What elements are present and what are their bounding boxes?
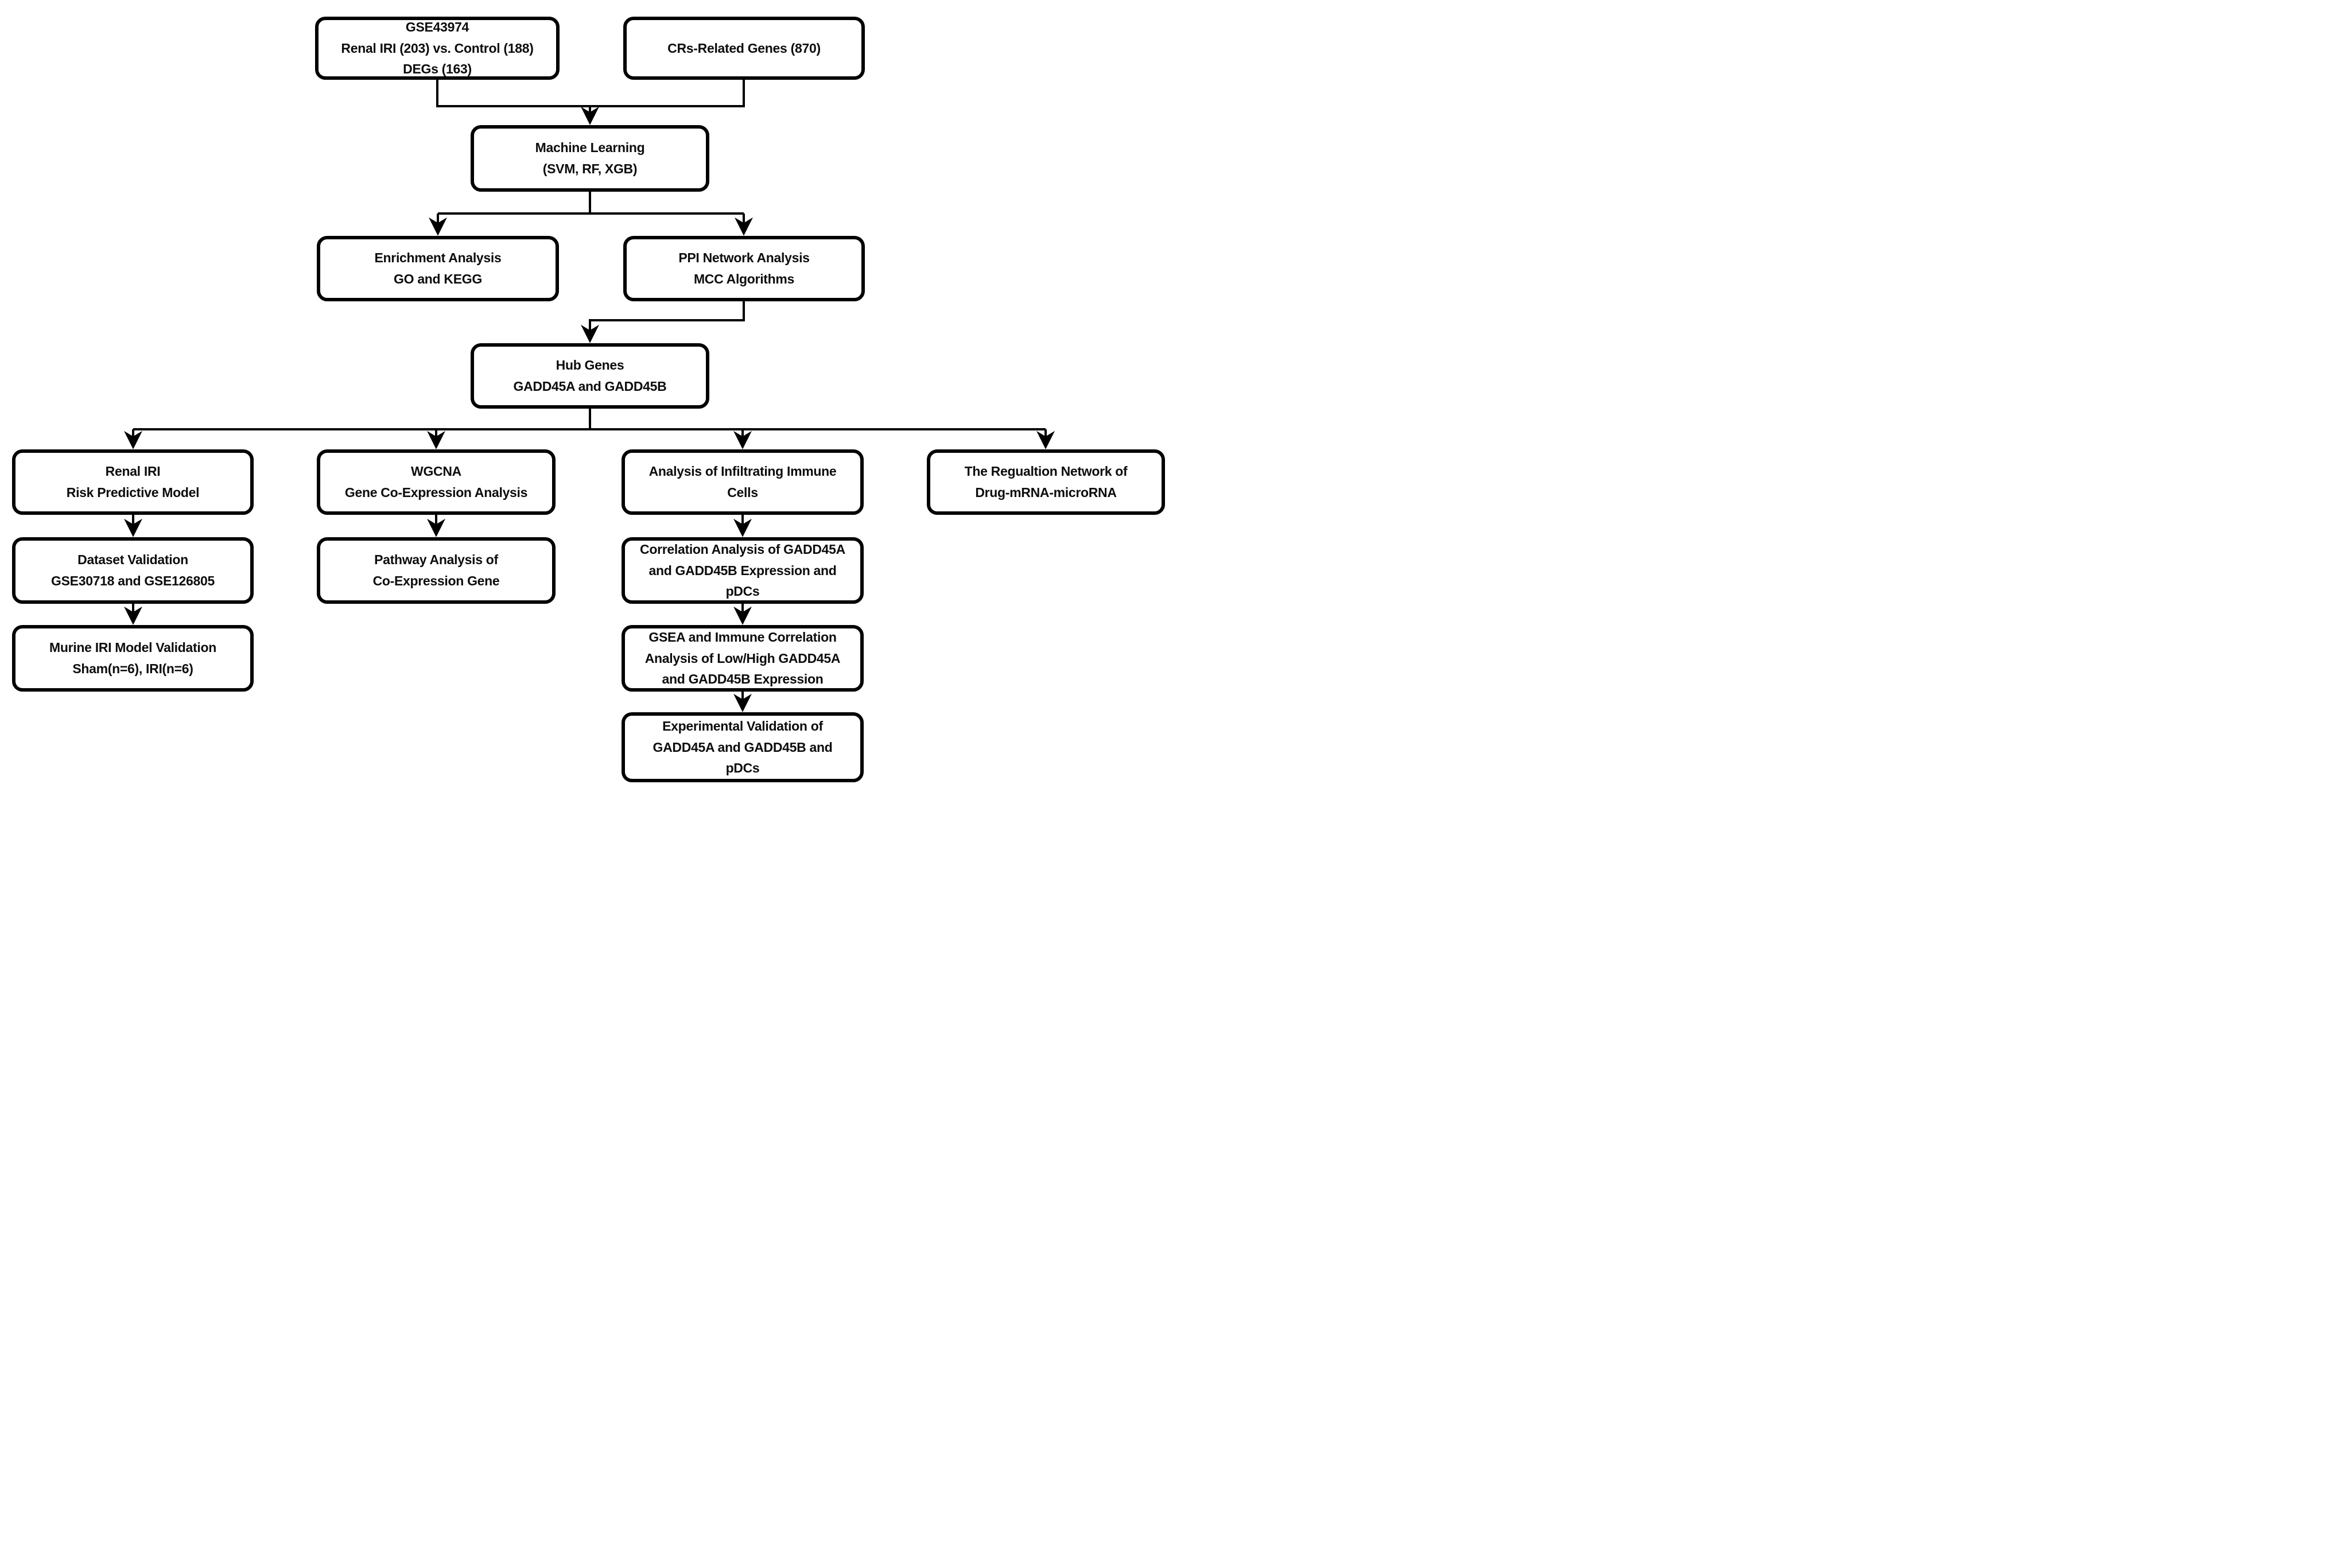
node-line: GSEA and Immune Correlation [648,629,837,645]
node-dataset-validation: Dataset Validation GSE30718 and GSE12680… [12,537,254,604]
node-ppi: PPI Network Analysis MCC Algorithms [623,236,865,301]
node-line: Machine Learning [535,140,645,156]
node-enrichment: Enrichment Analysis GO and KEGG [317,236,559,301]
node-line: PPI Network Analysis [678,250,810,266]
node-experimental-validation: Experimental Validation of GADD45A and G… [622,712,864,782]
node-line: Renal IRI (203) vs. Control (188) [341,40,534,56]
node-immune-cells: Analysis of Infiltrating Immune Cells [622,449,864,515]
node-line: Dataset Validation [77,552,188,568]
node-line: The Regualtion Network of [964,464,1128,479]
node-line: Enrichment Analysis [374,250,502,266]
node-line: CRs-Related Genes (870) [667,40,821,56]
node-line: GSE30718 and GSE126805 [51,573,215,588]
node-pathway-analysis: Pathway Analysis of Co-Expression Gene [317,537,556,604]
node-line: Experimental Validation of [662,718,823,733]
node-line: WGCNA [411,464,461,479]
node-line: GADD45A and GADD45B and [653,739,833,755]
node-risk-model: Renal IRI Risk Predictive Model [12,449,254,515]
node-regulation-network: The Regualtion Network of Drug-mRNA-micr… [927,449,1165,515]
node-line: Hub Genes [556,358,624,373]
node-line: Renal IRI [105,464,161,479]
node-line: Correlation Analysis of GADD45A [640,541,845,557]
node-line: Pathway Analysis of [374,552,498,568]
node-line: Risk Predictive Model [66,485,200,500]
node-wgcna: WGCNA Gene Co-Expression Analysis [317,449,556,515]
node-line: Murine IRI Model Validation [49,640,216,655]
node-murine-validation: Murine IRI Model Validation Sham(n=6), I… [12,625,254,692]
node-line: GO and KEGG [394,271,482,286]
node-line: pDCs [725,760,760,776]
node-line: DEGs (163) [403,61,472,77]
node-gsea: GSEA and Immune Correlation Analysis of … [622,625,864,692]
node-correlation-analysis: Correlation Analysis of GADD45A and GADD… [622,537,864,604]
node-line: Co-Expression Gene [372,573,500,588]
flowchart-canvas: GSE43974 Renal IRI (203) vs. Control (18… [0,0,1167,784]
node-line: (SVM, RF, XGB) [542,161,638,176]
connector-ppi-to-hub-arrow [581,301,745,343]
node-line: Cells [727,485,758,500]
node-line: GADD45A and GADD45B [513,379,667,394]
node-crs: CRs-Related Genes (870) [623,17,865,80]
node-degs: GSE43974 Renal IRI (203) vs. Control (18… [315,17,560,80]
node-line: and GADD45B Expression and [648,562,837,578]
node-hub-genes: Hub Genes GADD45A and GADD45B [471,343,709,409]
node-machine-learning: Machine Learning (SVM, RF, XGB) [471,125,709,192]
node-line: GSE43974 [405,19,469,34]
node-line: Gene Co-Expression Analysis [344,485,528,500]
node-line: pDCs [725,584,760,599]
connector-merge-bracket [436,80,745,107]
node-line: Drug-mRNA-microRNA [975,485,1117,500]
node-line: Analysis of Infiltrating Immune [648,464,837,479]
connector-layer [124,80,1055,712]
node-line: MCC Algorithms [693,271,795,286]
node-line: Sham(n=6), IRI(n=6) [72,661,193,676]
node-line: Analysis of Low/High GADD45A [644,650,841,666]
node-line: and GADD45B Expression [662,672,824,687]
